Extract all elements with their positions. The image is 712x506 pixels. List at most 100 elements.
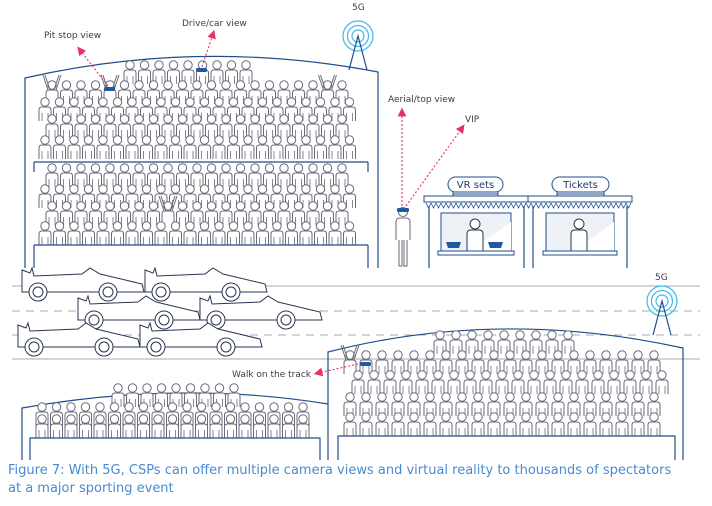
spectator: [147, 163, 160, 188]
figure-caption: Figure 7: With 5G, CSPs can offer multip…: [8, 462, 708, 498]
5g-tower-bottom: 5G: [646, 273, 678, 336]
spectator: [82, 135, 95, 160]
signal-tower-icon: [342, 20, 374, 71]
crowd-bottom-left: [35, 383, 310, 439]
label-drive-car-view: Drive/car view: [182, 19, 247, 29]
spectator: [132, 201, 146, 226]
spectator: [335, 114, 349, 139]
spectator: [623, 370, 637, 395]
spectator: [154, 135, 168, 160]
spectator: [487, 350, 501, 375]
spectator: [292, 163, 305, 188]
spectator: [285, 135, 298, 160]
spectator: [343, 135, 356, 160]
grandstand-top-roof: [24, 55, 379, 268]
spectator: [447, 370, 461, 395]
spectator: [89, 114, 102, 139]
spectator: [256, 221, 269, 246]
spectator: [227, 135, 240, 160]
spectator: [367, 370, 381, 395]
spectator: [190, 201, 204, 226]
spectator: [455, 350, 469, 375]
spectator: [176, 201, 189, 226]
label-aerial-top-view: Aerial/top view: [388, 95, 455, 105]
spectator: [519, 350, 533, 375]
spectator: [166, 414, 179, 439]
spectator: [89, 163, 102, 188]
spectator: [415, 370, 429, 395]
spectator: [351, 370, 365, 395]
spectator: [35, 414, 49, 439]
spectator: [183, 135, 197, 160]
spectator: [248, 163, 262, 188]
spectator: [561, 330, 575, 355]
spectator: [567, 350, 581, 375]
spectator: [263, 201, 276, 226]
spectator: [103, 201, 117, 226]
vr-viewer-standing: [395, 207, 411, 267]
spectator: [253, 414, 266, 439]
spectator: [267, 414, 281, 439]
spectator: [118, 163, 131, 188]
spectator: [161, 163, 175, 188]
spectator: [198, 221, 211, 246]
spectator: [423, 412, 437, 437]
spectator: [343, 412, 357, 437]
spectator: [38, 221, 52, 246]
spectator: [50, 414, 63, 439]
spectator: [67, 221, 81, 246]
spectator: [132, 114, 146, 139]
spectator: [639, 370, 653, 395]
spectator: [234, 163, 247, 188]
spectator: [545, 330, 559, 355]
spectator: [45, 201, 59, 226]
grandstand-bottom-right: [327, 328, 684, 460]
spectator: [190, 163, 204, 188]
spectator: [270, 221, 284, 246]
booth-sign-label: Tickets: [562, 180, 598, 191]
spectator: [527, 370, 541, 395]
vr-headset-icon: [196, 68, 207, 72]
spectator: [53, 221, 66, 246]
spectator: [183, 221, 197, 246]
spectator: [455, 412, 469, 437]
spectator: [314, 221, 327, 246]
spectator: [154, 221, 168, 246]
spectator: [118, 114, 131, 139]
spectator: [60, 163, 73, 188]
spectator: [219, 114, 233, 139]
race-car: [144, 267, 268, 302]
spectator: [205, 201, 218, 226]
spectator: [195, 414, 208, 439]
spectator: [511, 370, 525, 395]
label-vip: VIP: [465, 115, 480, 125]
booth-sign-label: VR sets: [457, 180, 494, 191]
spectator: [169, 221, 182, 246]
grandstand-bottom-right-roof: [327, 328, 684, 460]
booths: VR sets Tickets: [423, 176, 633, 268]
spectator: [74, 163, 88, 188]
grandstand-bottom-left-roof: [21, 392, 329, 460]
spectator: [60, 114, 73, 139]
spectator: [335, 163, 349, 188]
grandstand-bottom-left: [21, 383, 329, 460]
5g-tower-top: 5G: [342, 3, 374, 71]
spectator: [38, 135, 52, 160]
spectator: [96, 221, 110, 246]
spectator: [391, 350, 405, 375]
spectator: [89, 201, 102, 226]
spectator: [575, 370, 589, 395]
spectator: [82, 221, 95, 246]
spectator: [343, 221, 356, 246]
spectator: [328, 221, 342, 246]
spectator: [471, 350, 485, 375]
spectator: [431, 370, 445, 395]
spectator: [198, 135, 211, 160]
grandstand-top: [24, 55, 379, 268]
spectator: [125, 221, 139, 246]
figure-caption-line-1: Figure 7: With 5G, CSPs can offer multip…: [8, 463, 672, 478]
race-cars: [17, 267, 323, 357]
spectator: [535, 350, 549, 375]
spectator: [190, 114, 204, 139]
spectator: [423, 350, 437, 375]
